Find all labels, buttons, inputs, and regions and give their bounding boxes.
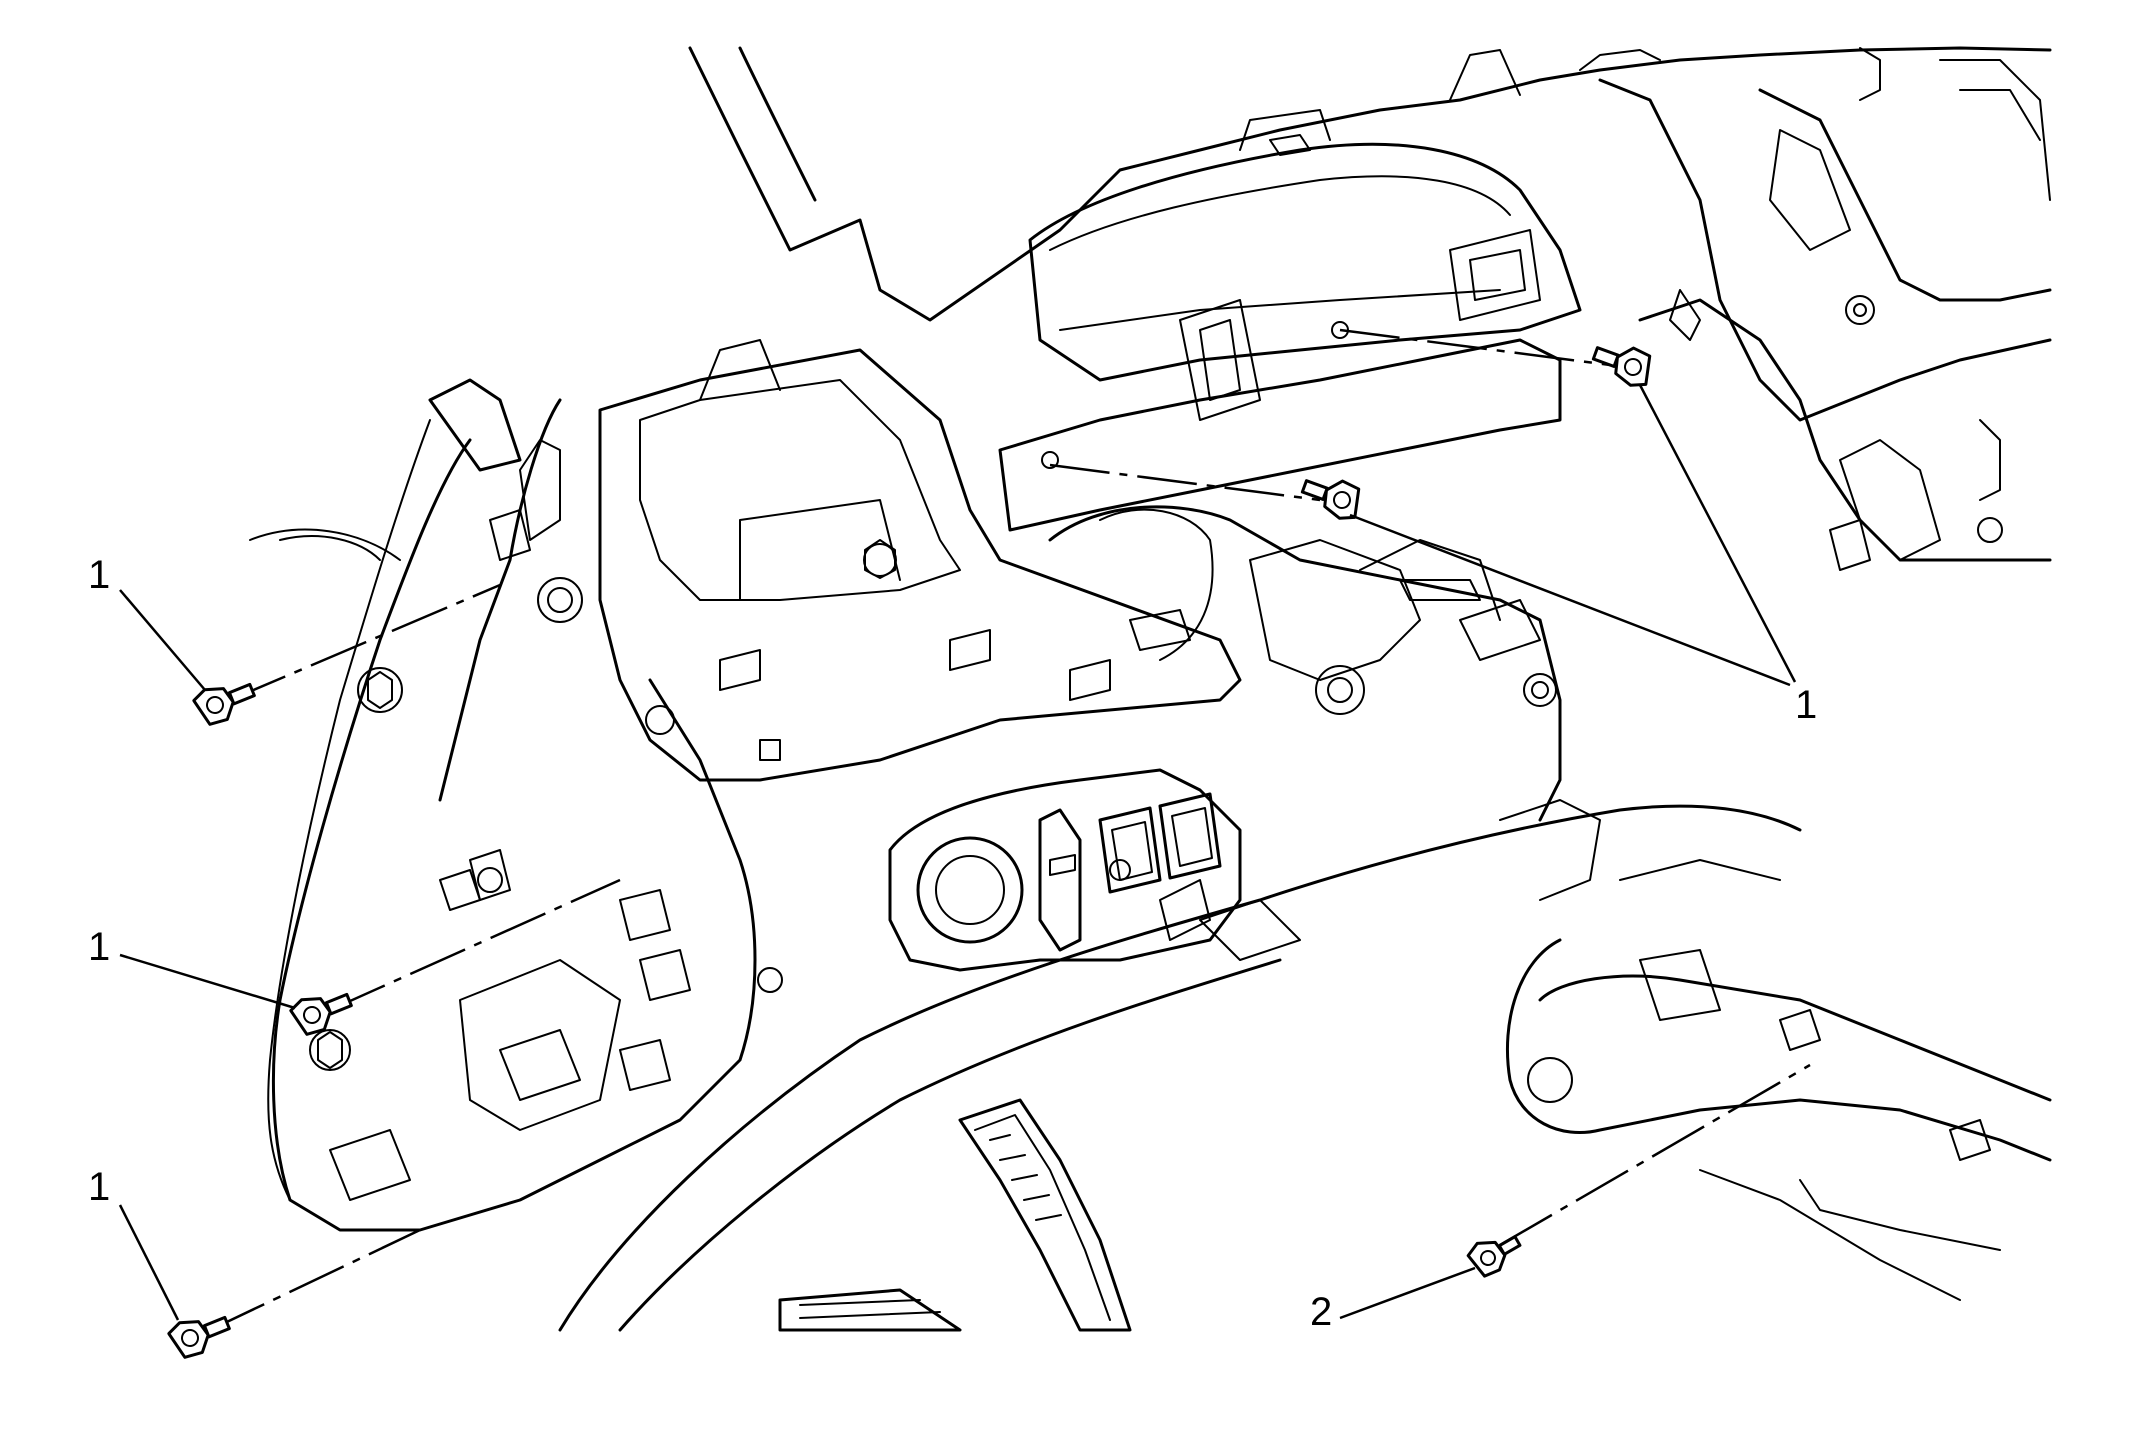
callouts: 1 1 1 1 2 [88,553,1817,1334]
callout-label: 1 [1795,683,1817,727]
fastener-axis-lines [209,328,1811,1332]
axis-line-2 [329,878,621,1012]
leader-line-5 [1339,1266,1476,1320]
axis-line-1 [229,583,501,702]
leader-line-4a [1349,513,1791,687]
callout-label: 1 [88,1165,110,1209]
screw-icon [1466,1235,1522,1278]
bolt-icon [167,1315,231,1359]
bolt-icon [1300,479,1361,520]
bolt-icon [289,992,353,1036]
axis-line-6 [1499,1063,1811,1247]
callout-label: 2 [1310,1290,1332,1334]
callout-label: 1 [88,925,110,969]
leader-line-1 [119,589,206,691]
leader-lines [118,384,1797,1321]
axis-line-4 [1049,463,1321,502]
instrument-panel-drawing [249,46,2052,1332]
leader-line-4b [1638,384,1797,683]
leader-line-3 [118,1204,180,1321]
callout-label: 1 [88,553,110,597]
leader-line-2 [119,953,296,1010]
axis-line-3 [209,1228,421,1332]
bolt-icon [192,682,256,726]
axis-line-5 [1339,328,1611,367]
bolt-icon [1591,346,1652,387]
